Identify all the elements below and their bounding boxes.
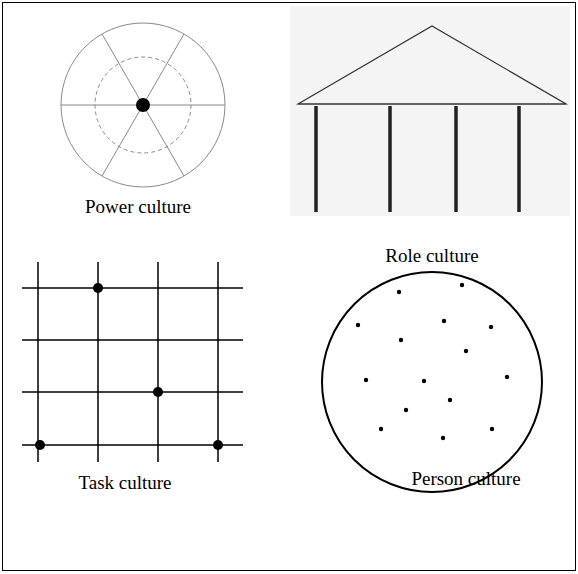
- power-centre: [136, 98, 150, 112]
- power-web: [61, 23, 225, 187]
- culture-caption: Role culture: [385, 245, 478, 268]
- culture-caption: Person culture: [411, 468, 520, 491]
- frame: [3, 3, 576, 571]
- person-dots: [356, 283, 509, 440]
- culture-caption: Power culture: [85, 196, 191, 219]
- task-grid: [22, 262, 243, 462]
- task-nodes: [35, 283, 223, 450]
- role-temple: [290, 6, 570, 216]
- culture-caption: Task culture: [78, 472, 171, 495]
- person-circle: [322, 272, 542, 492]
